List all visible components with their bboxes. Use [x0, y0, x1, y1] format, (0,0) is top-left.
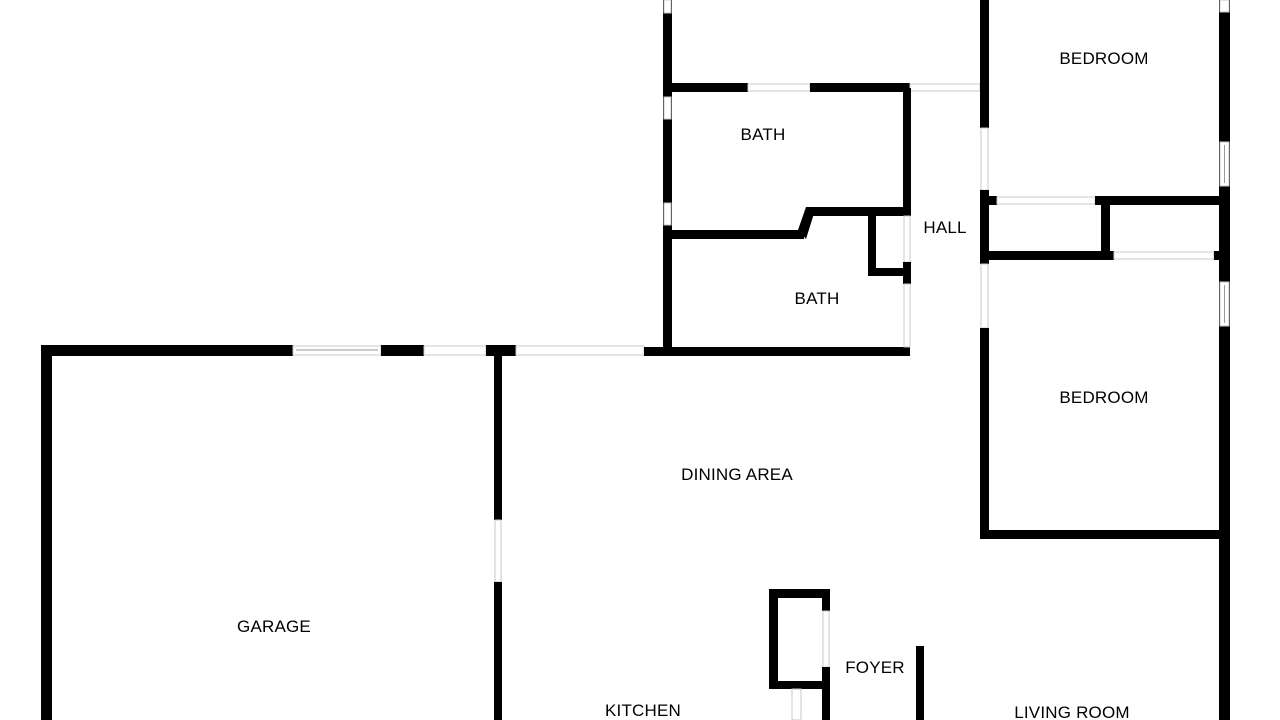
bath-divider-wall-b: [806, 207, 911, 216]
garage-left-wall: [41, 345, 52, 720]
garage-dining-wall: [494, 356, 502, 520]
bath-lower-door: [903, 215, 911, 263]
bath-lower-right-wall: [903, 262, 911, 284]
bath-closet-bottom: [868, 268, 911, 276]
room-label-bedroom-mid: BEDROOM: [1059, 388, 1149, 407]
pantry-left-wall: [769, 589, 778, 689]
closet-door-lower: [1113, 251, 1215, 260]
pantry-right-wall-top: [822, 589, 830, 611]
room-label-hall: HALL: [923, 218, 967, 237]
garage-dining-door: [494, 519, 502, 583]
east-window-top: [1219, 0, 1230, 13]
room-label-bath-upper: BATH: [740, 125, 786, 144]
hall-top-opening: [909, 83, 981, 92]
pantry-top-wall: [769, 589, 830, 598]
room-label-dining-area: DINING AREA: [681, 465, 793, 484]
closet-bottom-wall-a: [989, 251, 1114, 260]
pantry-bottom-wall: [769, 681, 830, 689]
dining-top-opening: [515, 345, 645, 356]
garage-top-wall: [41, 345, 293, 356]
garage-top-wall-right: [381, 345, 424, 356]
room-label-bath-lower: BATH: [794, 289, 840, 308]
bath-upper-top-wall-a: [672, 83, 748, 92]
garage-dining-wall-top: [486, 345, 516, 356]
room-label-living-room: LIVING ROOM: [1014, 703, 1130, 720]
hall-right-wall-lower: [980, 328, 989, 538]
west-window-3: [663, 202, 672, 226]
hall-right-wall-mid: [980, 190, 989, 264]
bath-divider-wall-a: [672, 230, 804, 239]
closet-top-wall: [1095, 196, 1225, 205]
room-label-bedroom-top: BEDROOM: [1059, 49, 1149, 68]
bedroom-mid-door: [980, 263, 989, 329]
west-window-2: [663, 96, 672, 120]
closet-stub-left: [989, 196, 997, 205]
bath-upper-window: [747, 83, 811, 92]
bath-upper-top-wall-b: [810, 83, 910, 92]
room-label-kitchen: KITCHEN: [604, 701, 682, 720]
hall-right-wall-top: [980, 0, 989, 128]
pantry-right-wall-bottom: [822, 667, 830, 720]
closet-door-upper: [996, 196, 1096, 205]
bath-closet-left: [868, 207, 876, 275]
bath-lower-door-2: [903, 283, 911, 348]
bedroom-top-door: [980, 127, 989, 191]
west-wing-wall-top: [663, 0, 672, 356]
pantry-door: [822, 610, 830, 668]
garage-top-opening: [423, 345, 487, 356]
west-window-1: [663, 0, 672, 14]
bedroom-mid-bottom-wall: [980, 530, 1230, 539]
closet-divider: [1101, 196, 1110, 259]
east-wall: [1219, 0, 1230, 720]
room-label-foyer: FOYER: [845, 658, 905, 677]
room-label-garage: GARAGE: [237, 617, 311, 636]
bath-lower-bottom-wall: [644, 347, 910, 356]
foyer-right-wall: [916, 646, 924, 720]
kitchen-door: [791, 688, 802, 720]
garage-dining-wall-lower: [494, 582, 502, 720]
bath-upper-right-wall: [903, 88, 911, 214]
